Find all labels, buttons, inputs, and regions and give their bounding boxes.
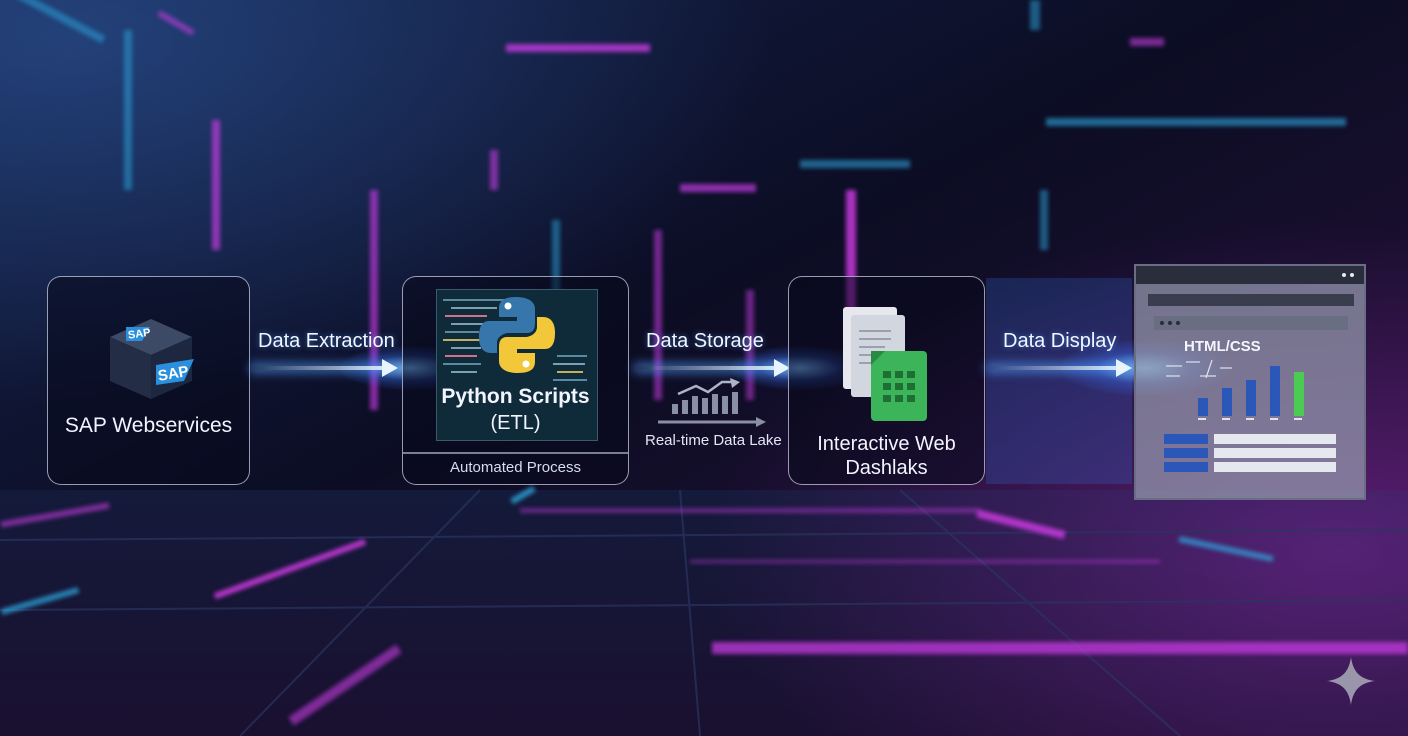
real-time-data-lake-label: Real-time Data Lake [645,432,782,449]
browser-titlebar [1136,266,1364,284]
browser-window: HTML/CSS [1134,264,1366,500]
sparkle-icon [1327,657,1375,705]
browser-toolbar [1148,294,1354,306]
sap-logo-text: SAP [157,363,190,385]
dashboards-node-label-2: Dashlaks [845,457,928,479]
svg-text:SAP: SAP [127,327,151,342]
table-row [1164,434,1336,444]
python-node-label-1: Python Scripts [441,385,590,408]
rising-chart-icon [658,378,766,427]
interactive-dashboards-node: Interactive Web Dashlaks [788,276,985,485]
data-extraction-label: Data Extraction [258,330,395,352]
python-logo-icon [479,297,555,373]
tab-dot [1160,321,1164,325]
browser-tabbar [1154,316,1348,330]
mini-bar-chart [1166,359,1304,420]
python-node-label-2: (ETL) [490,412,541,434]
python-etl-node: Python Scripts (ETL) Automated Process [402,276,629,485]
sap-cube-icon: SAP SAP [110,319,194,399]
window-control-dot [1342,273,1346,277]
window-control-dot [1350,273,1354,277]
spreadsheet-icon [843,307,927,421]
html-css-title: HTML/CSS [1184,338,1261,355]
data-extraction-arrow [252,359,398,377]
tab-dot [1168,321,1172,325]
code-lines [443,299,587,381]
sap-node-label: SAP Webservices [64,414,233,437]
table-row [1164,448,1336,458]
table-block [1164,434,1336,472]
automated-process-label: Automated Process [450,459,581,476]
tab-dot [1176,321,1180,325]
data-display-arrow [988,359,1132,377]
data-display-label: Data Display [1003,330,1117,352]
table-row [1164,462,1336,472]
data-storage-arrow [636,359,790,377]
node-divider [403,452,628,454]
sap-webservices-node: SAP SAP SAP Webservices [47,276,250,485]
data-storage-label: Data Storage [646,330,764,352]
dashboards-node-label-1: Interactive Web [817,433,956,455]
